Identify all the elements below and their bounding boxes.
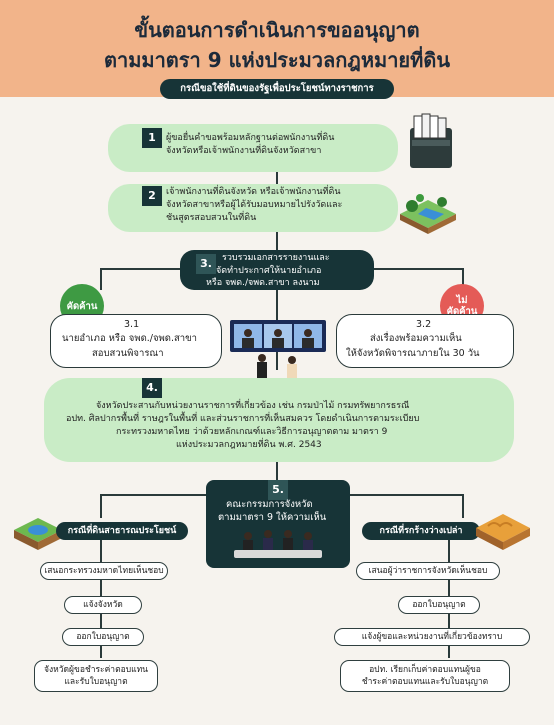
connector-5-left-down — [100, 494, 102, 518]
connector-3-left-down — [100, 268, 102, 290]
step-3-2-number: 3.2 — [416, 319, 432, 330]
page-title-line2: ตามมาตรา 9 แห่งประมวลกฎหมายที่ดิน — [103, 48, 450, 72]
right-branch-header: กรณีที่รกร้างว่างเปล่า — [362, 522, 480, 540]
not-oppose-label-1: ไม่ — [456, 295, 468, 306]
oppose-label: คัดค้าน — [66, 300, 98, 312]
step-3-2-text-line2: ให้จังหวัดพิจารณาภายใน 30 วัน — [346, 348, 480, 359]
left-step-item-3: ออกใบอนุญาต — [62, 628, 144, 646]
step-2-text-line2: จังหวัดสาขาหรือผู้ได้รับมอบหมายไปรังวัดแ… — [166, 200, 343, 210]
step-3-text-line3: หรือ จพด./จพด.สาขา ลงนาม — [206, 278, 320, 288]
video-conference-illustration — [228, 318, 328, 392]
connector-5-right — [350, 494, 462, 496]
page-subtitle: กรณีขอใช้ที่ดินของรัฐเพื่อประโยชน์ทางราช… — [160, 79, 394, 99]
step-4-text-line4: แห่งประมวลกฎหมายที่ดิน พ.ศ. 2543 — [176, 440, 322, 450]
step-3-text-line2: จัดทำประกาศให้นายอำเภอ — [216, 266, 322, 276]
step-3-1-text-line1: นายอำเภอ หรือ จพด./จพด.สาขา — [62, 333, 197, 344]
left-step-item-4: จังหวัดผู้ขอชำระค่าตอบแทน และรับใบอนุญาต — [34, 660, 158, 692]
committee-meeting-illustration — [228, 526, 328, 564]
land-parcel-icon — [396, 184, 460, 236]
right-step-item-4: อปท. เรียกเก็บค่าตอบแทนผู้ขอ ชำระค่าตอบแ… — [340, 660, 510, 692]
step-1-text-line1: ผู้ขอยื่นคำขอพร้อมหลักฐานต่อพนักงานที่ดิ… — [166, 133, 335, 143]
step-3-1-box — [50, 314, 222, 368]
connector-4-5 — [276, 462, 278, 480]
connector-5-left — [100, 494, 206, 496]
step-1-number: 1 — [142, 128, 162, 148]
page-title-line1: ขั้นตอนการดำเนินการขออนุญาต — [134, 18, 420, 42]
right-step-item-4-line2: ชำระค่าตอบแทนและรับใบอนุญาต — [361, 677, 489, 687]
connector-3-left — [100, 268, 180, 270]
step-3-1-text-line2: สอบสวนพิจารณา — [92, 348, 164, 359]
vacant-land-icon — [474, 508, 532, 552]
step-5-text-line1: คณะกรรมการจังหวัด — [226, 499, 313, 510]
left-step-item-4-line2: และรับใบอนุญาต — [64, 677, 128, 687]
step-1-text-line2: จังหวัดหรือเจ้าพนักงานที่ดินจังหวัดสาขา — [166, 146, 322, 156]
step-4-text-line2: อปท. ศิลปากรพื้นที่ ราษฎรในพื้นที่ และส่… — [66, 414, 420, 424]
step-5-text-line2: ตามมาตรา 9 ให้ความเห็น — [218, 512, 327, 523]
step-2-text-line3: ชันสูตรสอบสวนในที่ดิน — [166, 213, 257, 223]
left-step-item-2: แจ้งจังหวัด — [64, 596, 142, 614]
right-step-item-3: แจ้งผู้ขอและหน่วยงานที่เกี่ยวข้องทราบ — [334, 628, 530, 646]
step-4-box — [44, 378, 514, 462]
left-branch-header: กรณีที่ดินสาธารณประโยชน์ — [56, 522, 188, 540]
right-step-item-4-line1: อปท. เรียกเก็บค่าตอบแทนผู้ขอ — [369, 665, 481, 675]
step-3-2-box — [336, 314, 514, 368]
right-step-item-2: ออกใบอนุญาต — [398, 596, 480, 614]
connector-3-right-down — [462, 268, 464, 290]
step-3-2-text-line1: ส่งเรื่องพร้อมความเห็น — [370, 333, 462, 344]
step-5-number: 5. — [268, 480, 288, 500]
connector-1-2 — [276, 172, 278, 184]
connector-5-right-down — [462, 494, 464, 518]
step-3-1-number: 3.1 — [124, 319, 140, 330]
left-step-item-4-line1: จังหวัดผู้ขอชำระค่าตอบแทน — [44, 665, 148, 675]
file-cabinet-icon — [404, 110, 458, 172]
step-2-text-line1: เจ้าพนักงานที่ดินจังหวัด หรือเจ้าพนักงาน… — [166, 187, 341, 197]
connector-2-3 — [276, 232, 278, 252]
step-3-text-line1: รวบรวมเอกสารรายงานและ — [222, 253, 330, 263]
step-2-number: 2 — [142, 186, 162, 206]
not-oppose-label-2: คัดค้าน — [446, 306, 478, 317]
step-4-number: 4. — [142, 378, 162, 398]
step-4-text-line3: กระทรวงมหาดไทย ว่าด้วยหลักเกณฑ์และวิธีกา… — [116, 427, 388, 437]
connector-3-right — [374, 268, 464, 270]
step-4-text-line1: จังหวัดประสานกับหน่วยงานราชการที่เกี่ยวข… — [96, 401, 410, 411]
right-step-item-1: เสนอผู้ว่าราชการจังหวัดเห็นชอบ — [356, 562, 500, 580]
left-step-item-1: เสนอกระทรวงมหาดไทยเห็นชอบ — [40, 562, 168, 580]
step-3-number: 3. — [196, 254, 216, 274]
